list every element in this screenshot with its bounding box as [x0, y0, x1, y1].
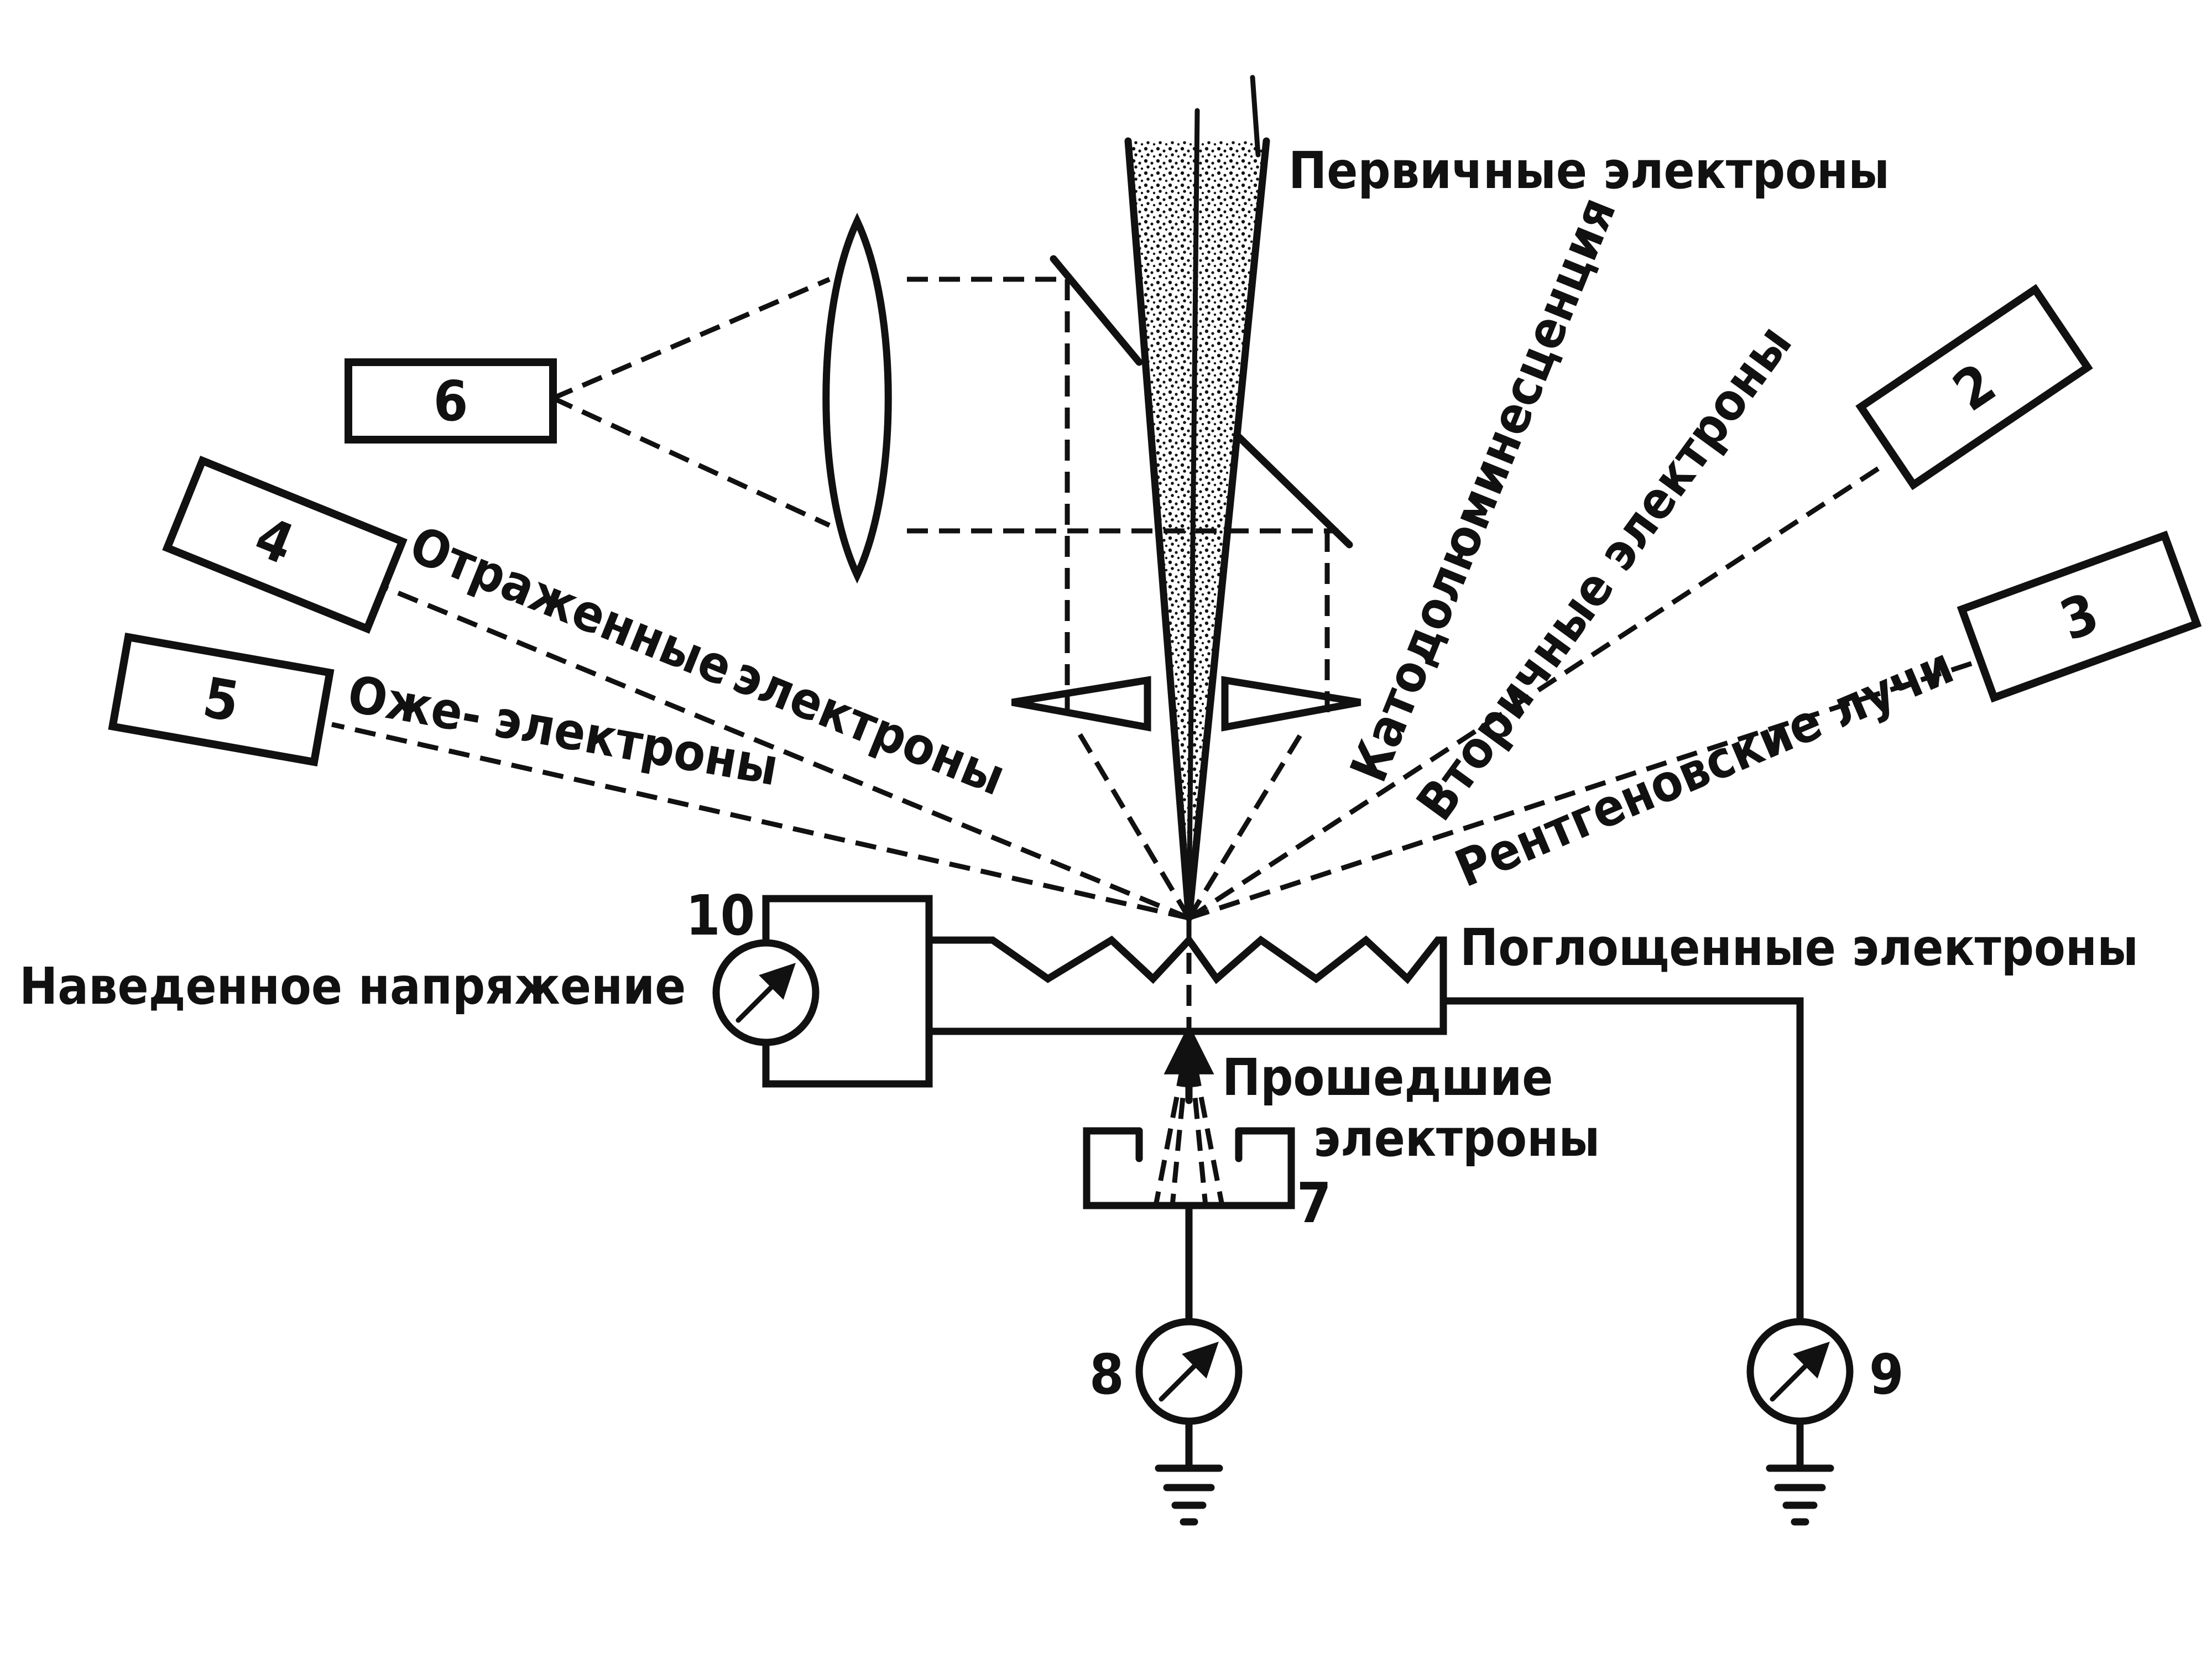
pole-piece-left — [1011, 676, 1151, 732]
label-8: 8 — [1089, 1342, 1124, 1407]
optical-collection-system: 6 — [345, 212, 1353, 713]
ray-secondary — [1187, 465, 1882, 920]
specimen — [925, 921, 1447, 1035]
primary-beam — [1124, 75, 1270, 922]
mirror-right — [1235, 433, 1353, 549]
detector-5-box — [108, 633, 335, 766]
label-10: 10 — [686, 883, 755, 948]
label-absorbed-electrons: Поглощенные электроны — [1460, 918, 2138, 977]
ray-lens-right — [1187, 726, 1307, 920]
detector-6-box — [345, 358, 557, 444]
label-induced-voltage: Наведенное напряжение — [19, 957, 686, 1016]
label-9: 9 — [1869, 1342, 1904, 1407]
detector-3-box — [1957, 530, 2202, 703]
label-primary-electrons: Первичные электроны — [1288, 141, 1890, 200]
specimen-outline — [925, 934, 1447, 1035]
meter-8-needle-icon — [1159, 1342, 1219, 1402]
ray-reflected — [380, 583, 1190, 921]
mirror-left — [1050, 255, 1143, 366]
label-7: 7 — [1297, 1171, 1332, 1235]
transmitted-electron-detector: 7 Прошедшие электроны 8 — [1083, 1024, 1600, 1526]
objective-lens — [1011, 676, 1361, 732]
signal-rays — [331, 465, 1981, 921]
ray-xray — [1188, 658, 1981, 921]
meter-9-needle-icon — [1770, 1342, 1830, 1402]
collecting-lens — [822, 212, 892, 584]
absorbed-current-circuit: 9 Поглощенные электроны — [1439, 918, 2138, 1526]
label-reflected-1: Отраженные — [402, 515, 740, 697]
meter-10-needle-icon — [735, 963, 796, 1023]
beam-edge-marker — [1250, 75, 1261, 158]
detector-2-box — [1855, 284, 2093, 491]
ray-lens-left — [1073, 726, 1191, 920]
label-auger-2: электроны — [490, 689, 782, 797]
detector-3: 3 — [1957, 530, 2202, 703]
detector-7-cup — [1083, 1127, 1295, 1209]
pole-piece-right — [1221, 676, 1361, 732]
detector-5: 5 — [108, 633, 335, 766]
label-transmitted-2: электроны — [1313, 1109, 1600, 1168]
detector-4: 4 — [162, 456, 408, 634]
ray-auger — [331, 722, 1190, 921]
label-transmitted-1: Прошедшие — [1222, 1048, 1553, 1107]
beam-axis — [1186, 108, 1200, 921]
detector-6-label: 6 — [434, 369, 468, 434]
detector-2: 2 — [1855, 284, 2093, 491]
detector-4-box — [162, 456, 408, 634]
induced-voltage-circuit: 10 Наведенное напряжение — [19, 883, 933, 1088]
